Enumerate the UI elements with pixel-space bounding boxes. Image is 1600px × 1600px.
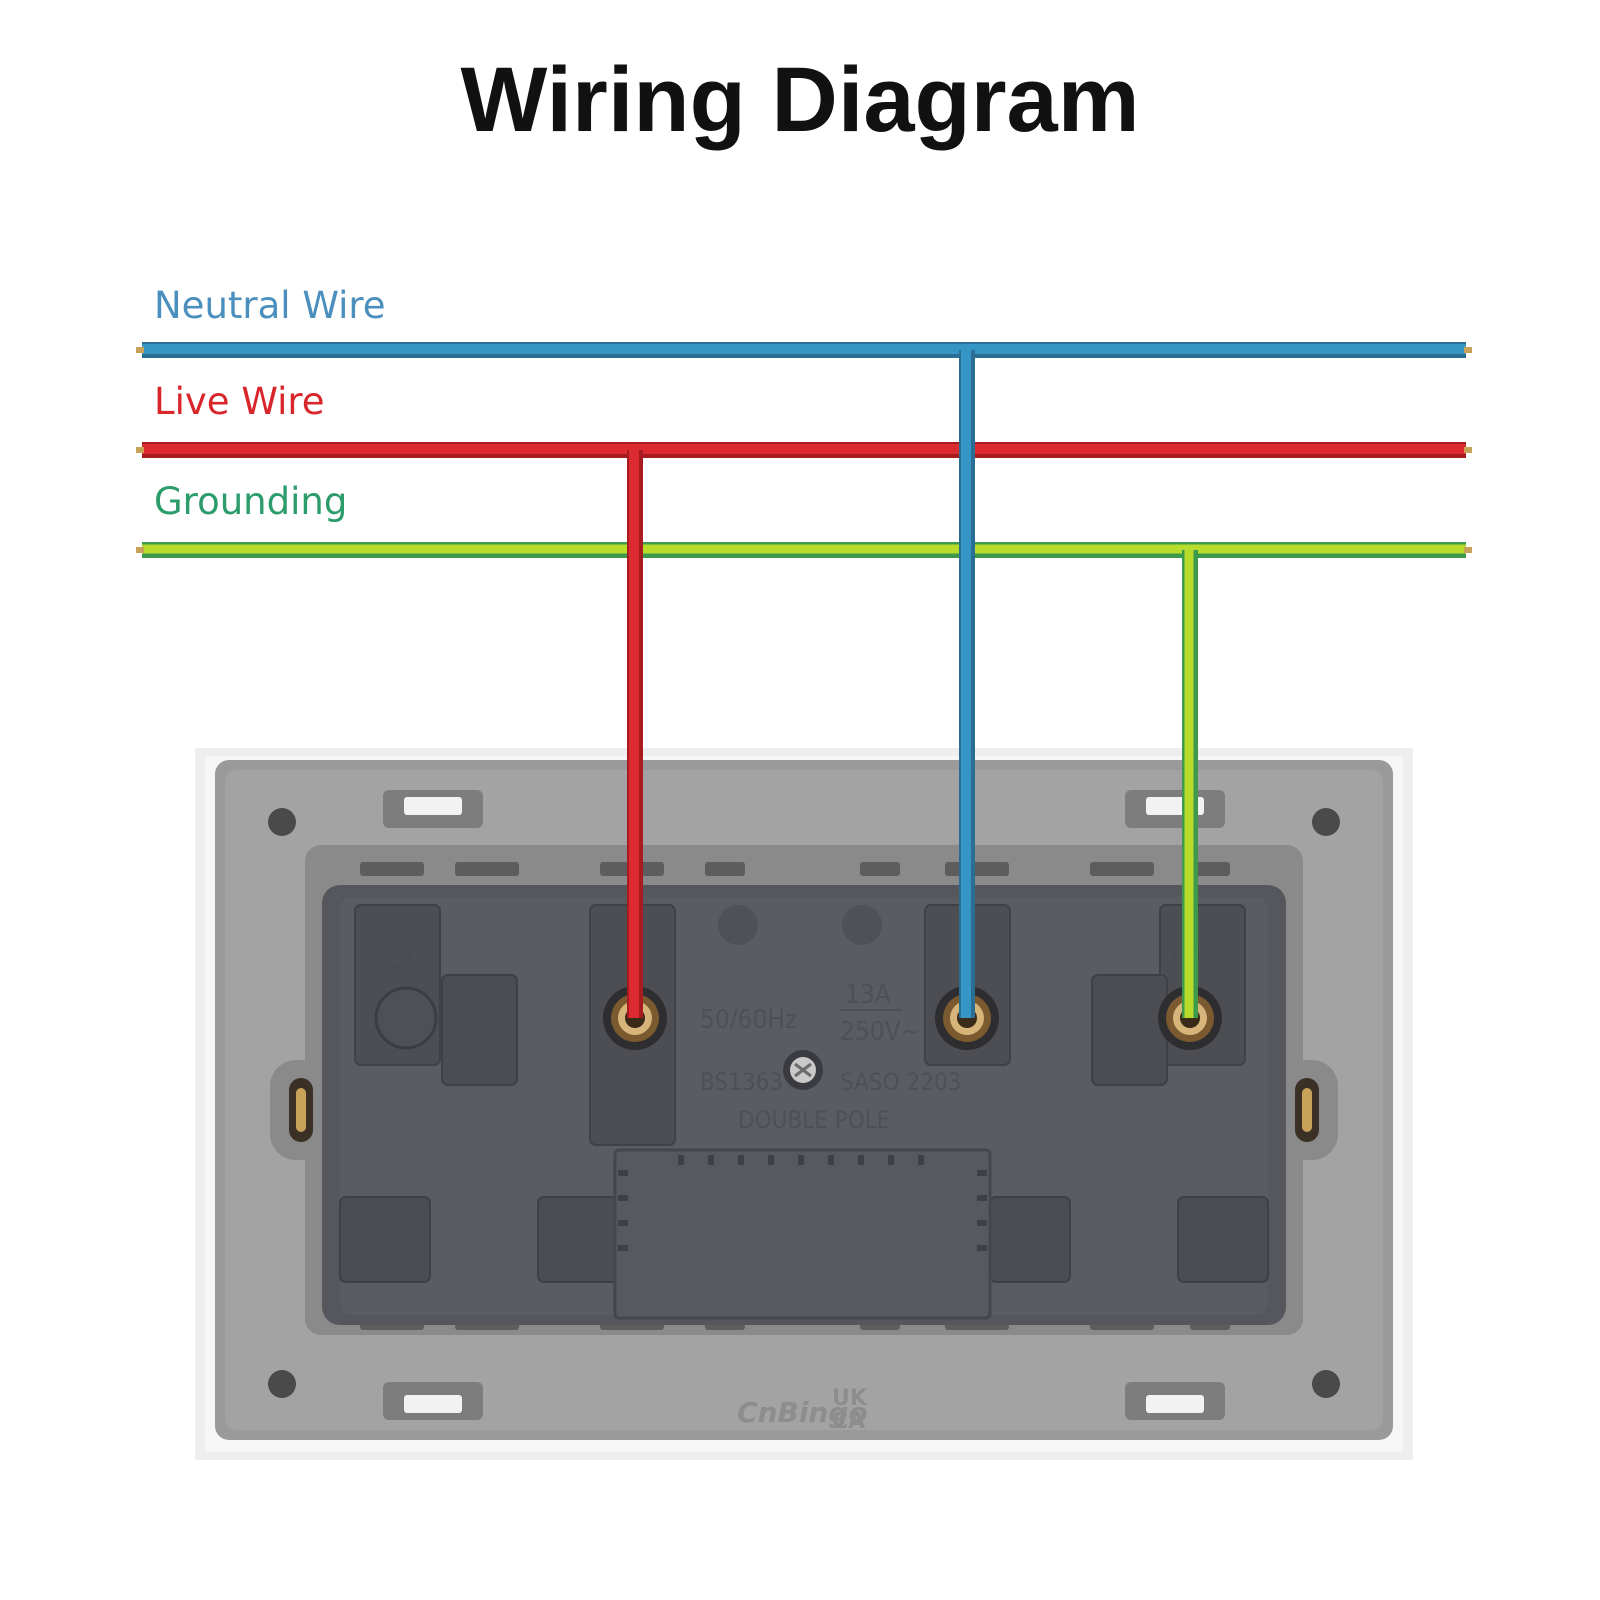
bottom-right-clip [1146, 1395, 1204, 1413]
pole-label: DOUBLE POLE [738, 1106, 890, 1134]
screw-hole-top-right [1312, 808, 1340, 836]
current-rating: 13A [845, 980, 891, 1010]
frequency-rating: 50/60Hz [700, 1005, 797, 1035]
ukca-mark-bottom: CA [832, 1409, 865, 1434]
screw-hole-top-left [268, 808, 296, 836]
top-left-clip [404, 797, 462, 815]
page-title: Wiring Diagram [460, 49, 1140, 151]
voltage-rating: 250V~ [840, 1017, 920, 1047]
ukca-mark-top: UK [832, 1386, 868, 1411]
drop-wires [627, 350, 1198, 1018]
socket-back: 50/60Hz 13A 250V~ BS1363 SASO 2203 DOUBL… [195, 748, 1413, 1460]
supply-wires [136, 342, 1472, 558]
neutral-wire-label: Neutral Wire [154, 284, 386, 327]
standard-label: BS1363 [700, 1068, 783, 1096]
live-wire-label: Live Wire [154, 380, 325, 423]
screw-hole-bottom-right [1312, 1370, 1340, 1398]
saso-label: SASO 2203 [840, 1068, 961, 1096]
brand-logo: CnBingo [737, 1396, 868, 1429]
bottom-left-clip [404, 1395, 462, 1413]
grounding-label: Grounding [154, 480, 348, 523]
screw-hole-bottom-left [268, 1370, 296, 1398]
